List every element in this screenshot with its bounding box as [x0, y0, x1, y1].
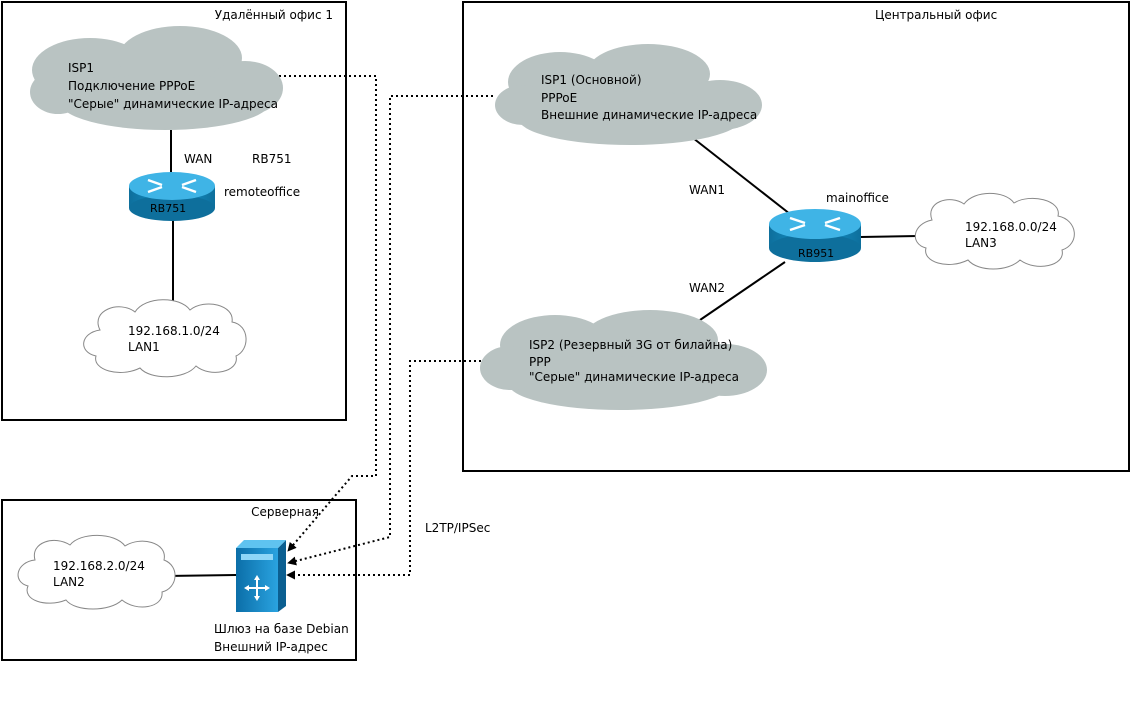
- central-router-name: mainoffice: [826, 191, 889, 205]
- central-wan1-label: WAN1: [689, 183, 725, 197]
- link-server-lan-gateway: [165, 574, 237, 577]
- remote-isp-cloud: [30, 26, 283, 130]
- lan3-label: 192.168.0.0/24 LAN3: [965, 220, 1061, 250]
- central-office-title: Центральный офис: [875, 8, 997, 22]
- central-router-icon: [769, 209, 861, 262]
- central-isp2-cloud: [480, 310, 767, 410]
- gateway-server-icon: [236, 540, 286, 612]
- tunnel-remote-isp: [279, 75, 377, 552]
- remote-wan-label: WAN: [184, 152, 212, 166]
- link-central-router-lan: [859, 235, 919, 238]
- link-central-isp1-router: [692, 137, 791, 215]
- server-room-box: [1, 499, 357, 661]
- central-isp1-label: ISP1 (Основной) PPPoE Внешние динамическ…: [541, 73, 757, 122]
- lan1-label: 192.168.1.0/24 LAN1: [128, 324, 224, 354]
- remote-router-label: RB751: [150, 202, 186, 215]
- remote-model-label: RB751: [252, 152, 291, 166]
- remote-router-name: remoteoffice: [224, 185, 300, 199]
- lan2-cloud: [17, 534, 176, 610]
- tunnel-central-isp1: [287, 95, 493, 566]
- lan3-cloud: [915, 192, 1075, 270]
- tunnel-protocol-label: L2TP/IPSec: [425, 521, 490, 535]
- lan2-label: 192.168.2.0/24 LAN2: [53, 559, 149, 589]
- remote-router-icon: [129, 172, 215, 221]
- remote-isp-label: ISP1 Подключение PPPoE "Серые" динамичес…: [68, 61, 278, 111]
- gateway-label: Шлюз на базе Debian Внешний IP-адрес: [214, 622, 353, 654]
- central-router-label: RB951: [798, 247, 834, 260]
- remote-office-box: [1, 1, 347, 421]
- central-office-box: [462, 1, 1130, 472]
- central-isp1-cloud: [495, 44, 762, 145]
- link-central-router-isp2: [699, 261, 786, 321]
- central-wan2-label: WAN2: [689, 281, 725, 295]
- tunnel-central-isp2: [286, 360, 481, 580]
- remote-office-title: Удалённый офис 1: [215, 8, 333, 22]
- lan1-cloud: [83, 299, 247, 378]
- central-isp2-label: ISP2 (Резервный 3G от билайна) PPP "Серы…: [529, 338, 739, 384]
- server-room-title: Серверная: [251, 505, 319, 519]
